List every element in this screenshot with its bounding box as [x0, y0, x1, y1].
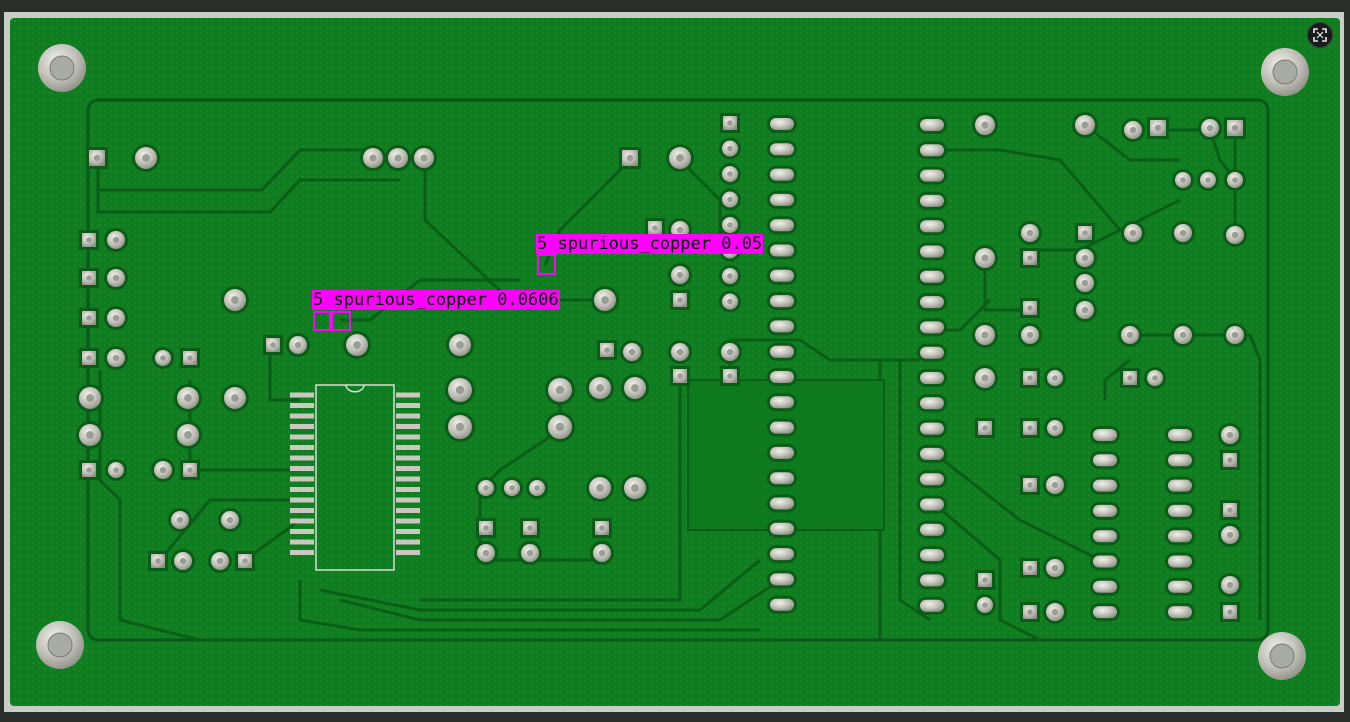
- ic-outline: [315, 384, 395, 571]
- mounting-holes: [36, 44, 1309, 680]
- fullscreen-button[interactable]: [1307, 22, 1333, 48]
- pads: [76, 112, 1247, 624]
- detection-box: [313, 311, 331, 331]
- detection-box: [537, 254, 556, 275]
- detection-label: 5 spurious_copper 0.05: [536, 234, 764, 254]
- fullscreen-icon: [1313, 28, 1327, 42]
- detection-box: [331, 311, 351, 331]
- detection-label: 5 spurious_copper 0.0606: [312, 290, 560, 310]
